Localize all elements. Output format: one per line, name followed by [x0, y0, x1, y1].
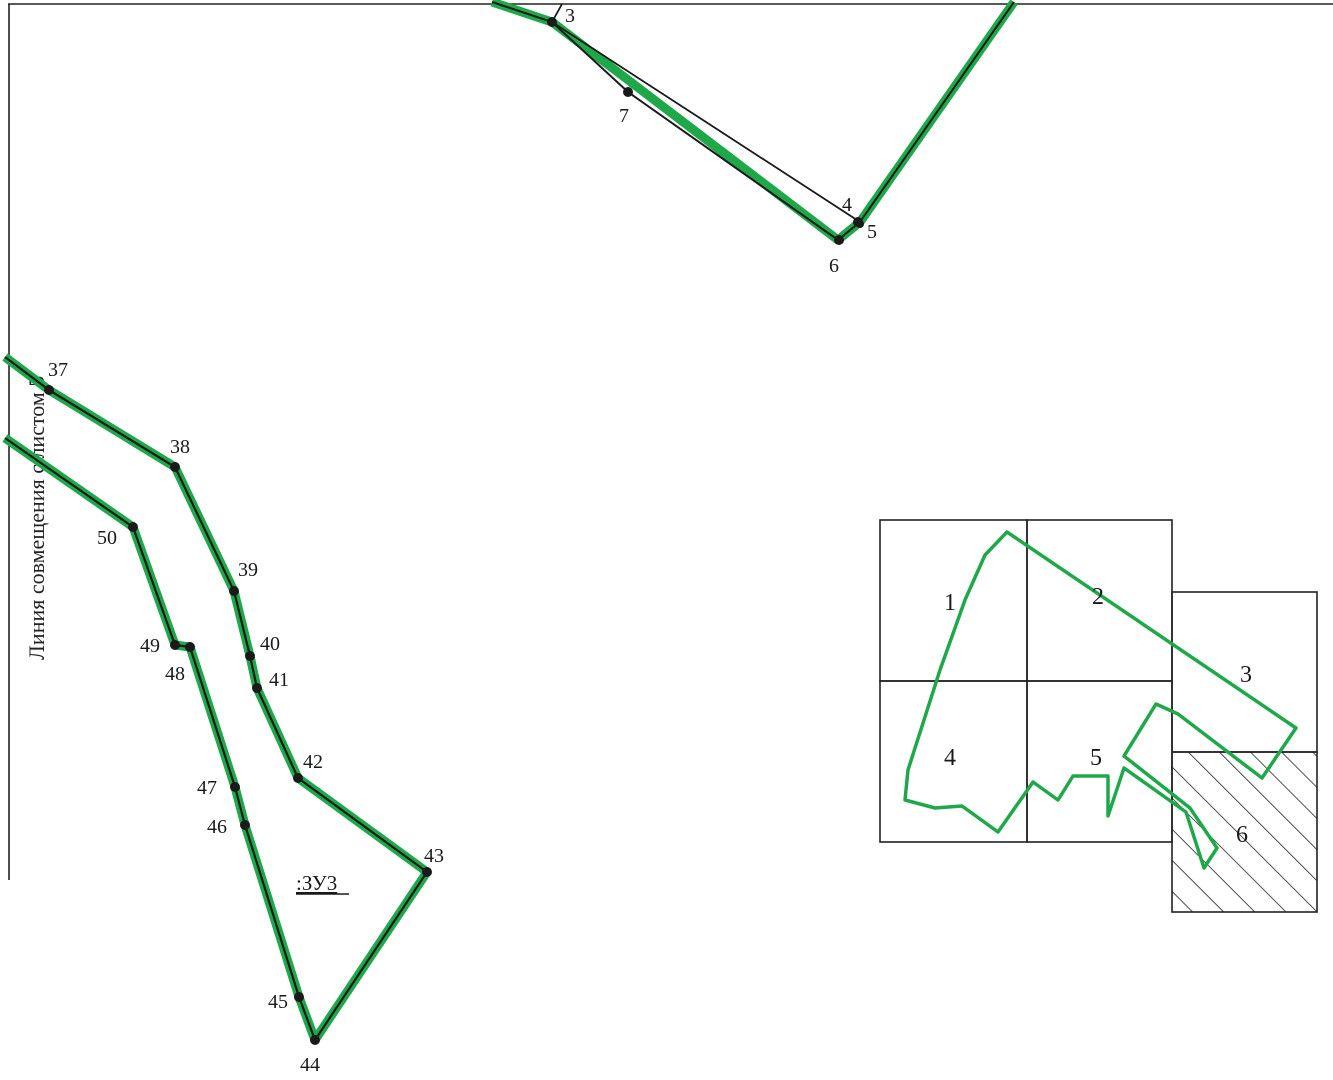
point-48 — [185, 642, 195, 652]
inset-sheet-label-5: 5 — [1090, 745, 1102, 771]
parcel-label: :ЗУ3 — [296, 871, 337, 895]
point-label-41: 41 — [269, 669, 289, 691]
sheet-frame — [8, 3, 1333, 880]
point-label-6: 6 — [829, 255, 839, 277]
inset-sheet-label-4: 4 — [944, 745, 956, 771]
point-label-42: 42 — [303, 751, 323, 773]
point-41 — [252, 683, 262, 693]
point-label-44: 44 — [300, 1054, 320, 1076]
point-46 — [240, 820, 250, 830]
point-label-37: 37 — [48, 359, 68, 381]
parcel-zu3-outer-line — [4, 356, 429, 1042]
parcel-zu3-outer-green — [2, 353, 432, 1045]
point-label-48: 48 — [165, 663, 185, 685]
point-42 — [293, 773, 303, 783]
point-label-7: 7 — [619, 105, 629, 127]
point-label-38: 38 — [170, 436, 190, 458]
point-39 — [229, 586, 239, 596]
point-label-40: 40 — [260, 633, 280, 655]
parcel-zu3-boundary — [2, 353, 432, 1045]
inset-sheet-6-frame — [1171, 751, 1318, 913]
point-38 — [170, 462, 180, 472]
sheet-joining-line-label: Линия совмещения с листом 5 — [24, 376, 49, 660]
point-45 — [294, 992, 304, 1002]
point-7 — [623, 87, 633, 97]
upper-inner-line — [551, 21, 861, 223]
sheet-layout-inset: 1 2 3 4 5 6 — [879, 519, 1318, 913]
point-labels: 3 4 5 6 7 37 38 39 40 41 42 43 44 45 46 … — [48, 5, 877, 1076]
point-label-46: 46 — [207, 816, 227, 838]
inset-sheet-label-6: 6 — [1236, 822, 1248, 848]
boundary-points — [44, 17, 864, 1045]
inset-sheet-label-1: 1 — [944, 590, 956, 616]
point-label-50: 50 — [97, 527, 117, 549]
point-label-47: 47 — [197, 777, 217, 799]
point-6 — [834, 235, 844, 245]
upper-boundary-line — [491, 1, 1015, 242]
point-label-43: 43 — [424, 845, 444, 867]
point-label-4: 4 — [842, 194, 852, 216]
point-44 — [310, 1035, 320, 1045]
inset-hatched-sheet — [1172, 752, 1317, 912]
point-5 — [856, 220, 864, 228]
inset-sheet-label-3: 3 — [1240, 662, 1252, 688]
inset-territory-outline — [903, 530, 1298, 870]
point-40 — [245, 651, 255, 661]
upper-boundary — [490, 0, 1018, 245]
inset-sheet-label-2: 2 — [1092, 584, 1104, 610]
point-43 — [422, 867, 432, 877]
point-label-39: 39 — [238, 559, 258, 581]
point-49 — [170, 640, 180, 650]
point-47 — [230, 782, 240, 792]
point-50 — [128, 522, 138, 532]
point-label-3: 3 — [565, 5, 575, 27]
point-37 — [44, 385, 54, 395]
point-label-49: 49 — [140, 635, 160, 657]
point-label-5: 5 — [867, 221, 877, 243]
point-label-45: 45 — [268, 991, 288, 1013]
point-3 — [547, 17, 557, 27]
